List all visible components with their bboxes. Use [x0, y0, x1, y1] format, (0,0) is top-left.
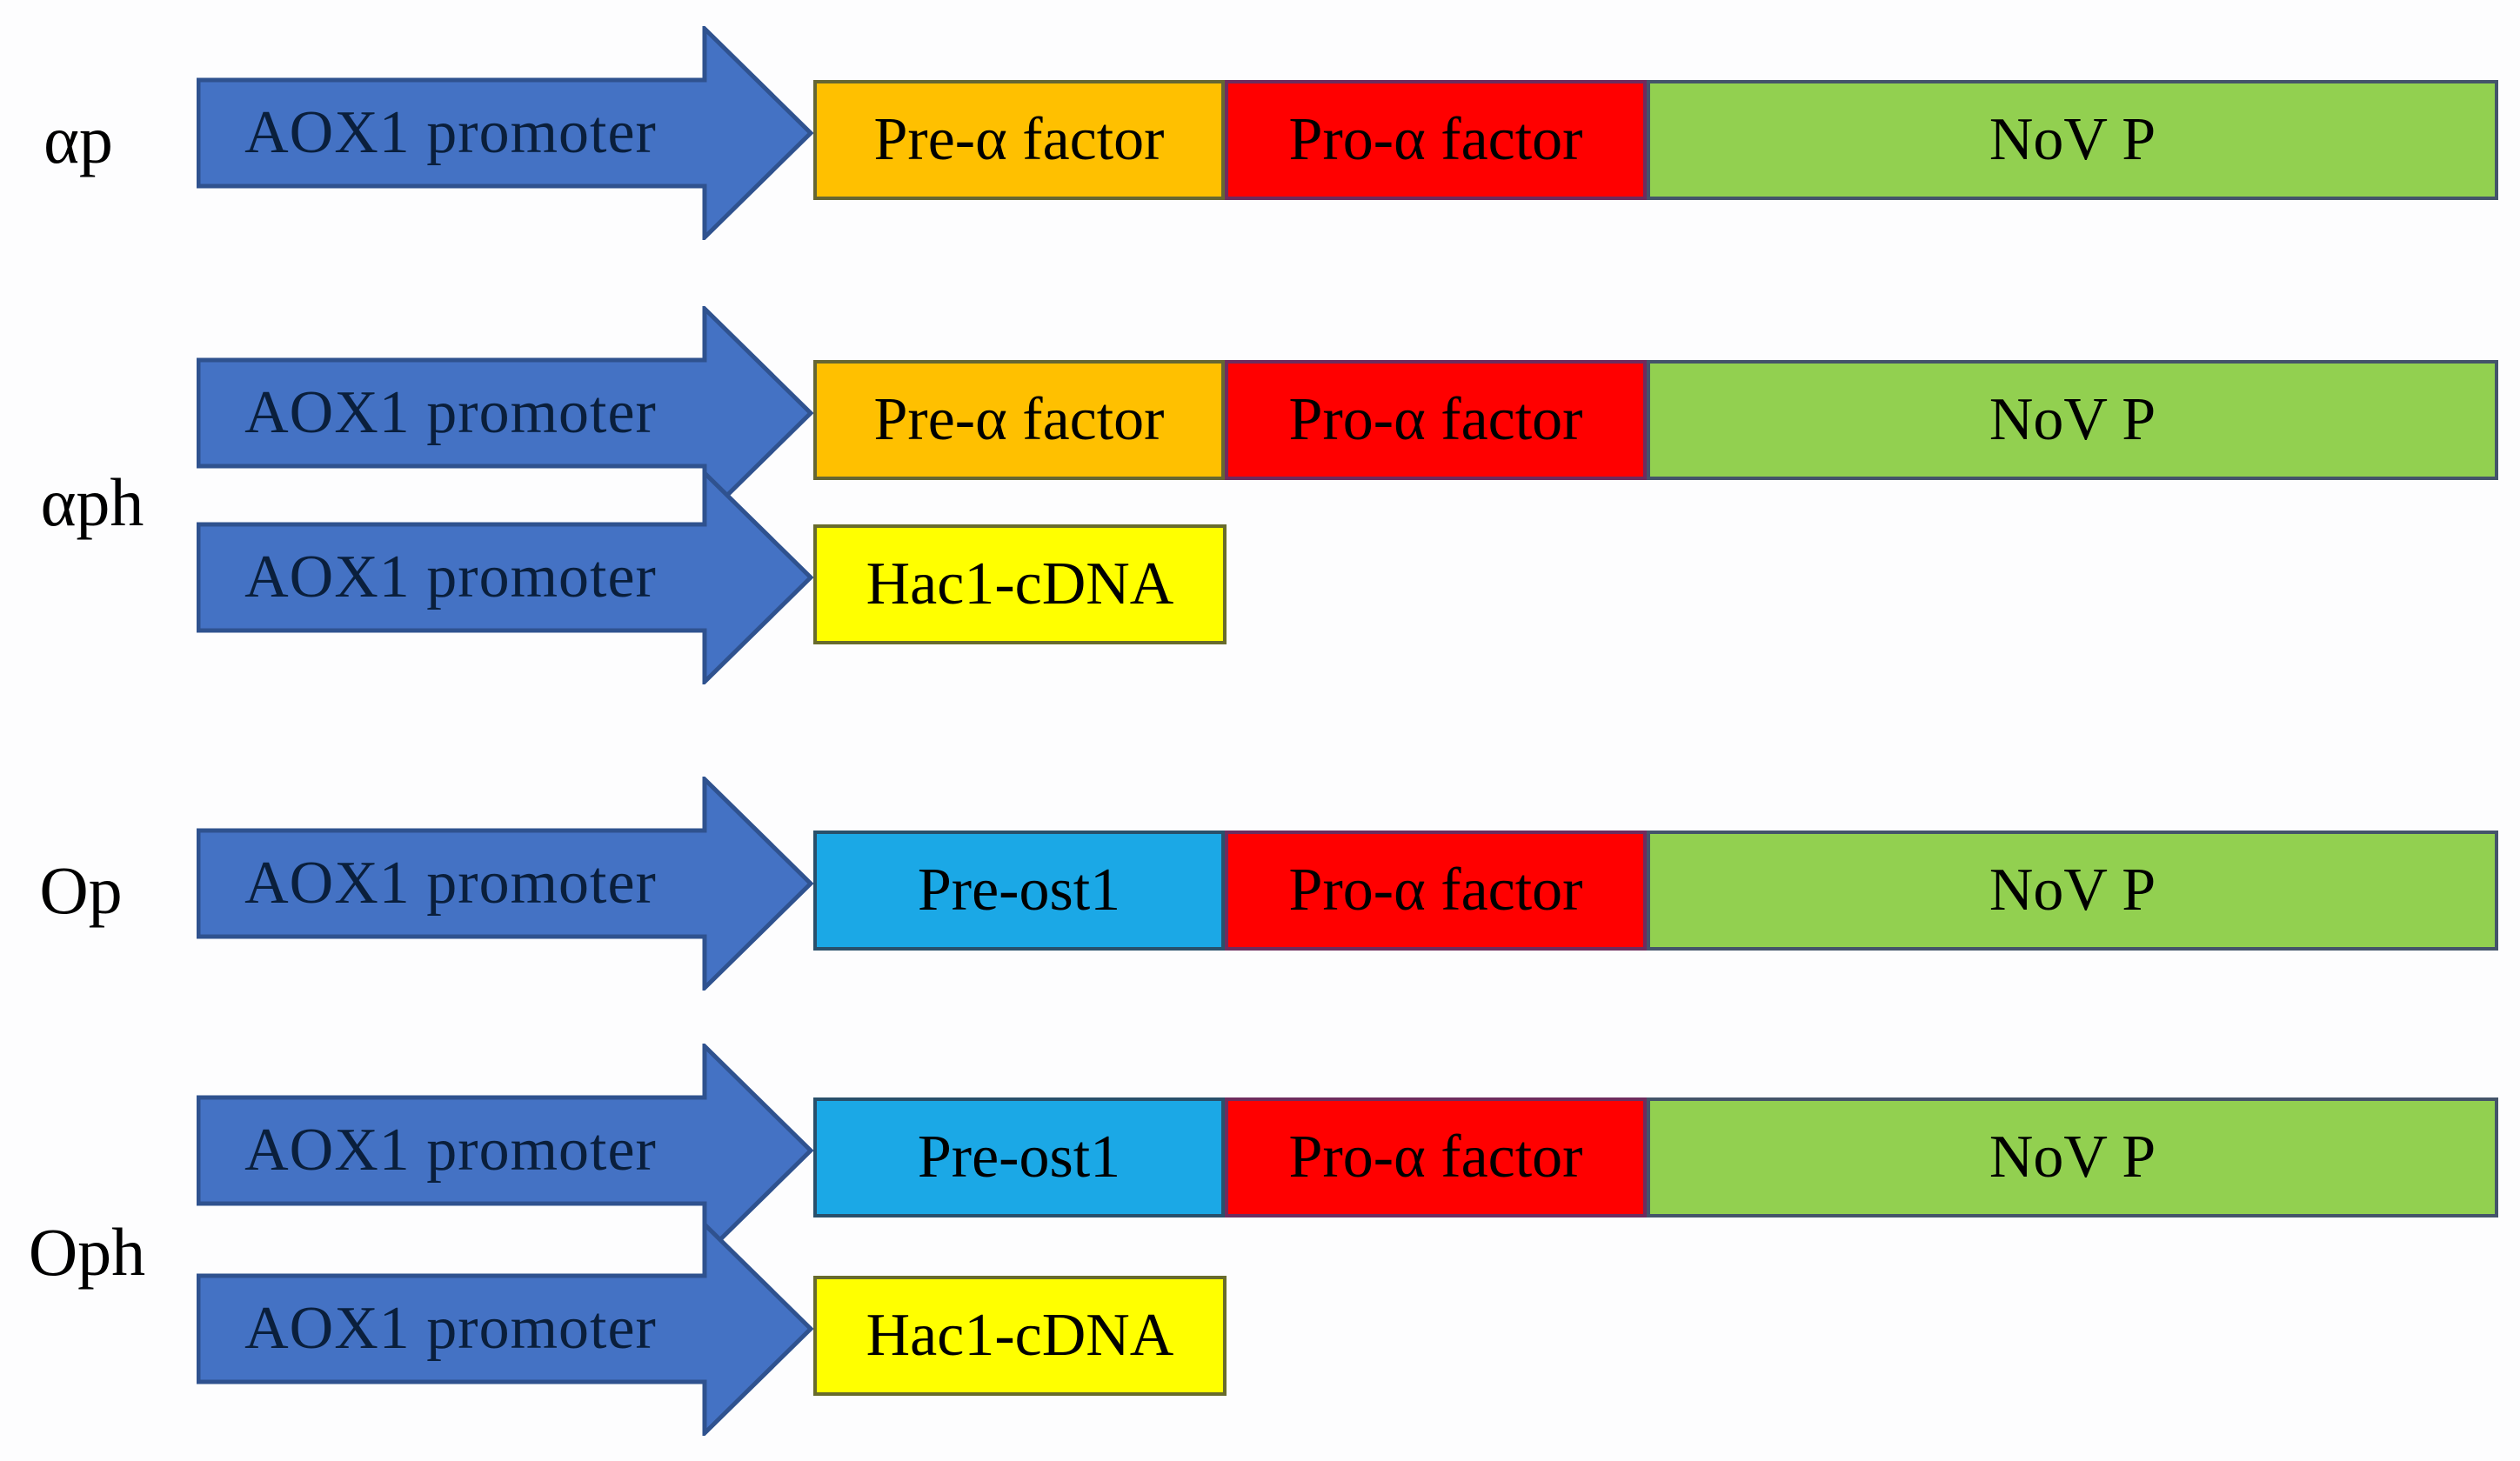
promoter-label: AOX1 promoter — [244, 1295, 657, 1362]
segment-pro-alpha-factor: Pro-α factor — [1225, 360, 1647, 480]
aox1-promoter-arrow — [197, 470, 814, 684]
aox1-promoter-arrow — [197, 1222, 814, 1436]
construct-label-op: Op — [39, 852, 123, 928]
promoter-label: AOX1 promoter — [244, 379, 657, 446]
promoter-label: AOX1 promoter — [244, 544, 657, 610]
segment-hac1-cdna: Hac1-cDNA — [813, 524, 1227, 644]
promoter-label: AOX1 promoter — [244, 850, 657, 917]
segment-pre-ost1: Pre-ost1 — [813, 1097, 1225, 1218]
construct-label-alpha-ph: αph — [40, 464, 144, 540]
arrow-shape — [197, 1222, 814, 1436]
segment-pro-alpha-factor: Pro-α factor — [1225, 831, 1647, 951]
segment-pro-alpha-factor: Pro-α factor — [1225, 80, 1647, 200]
aox1-promoter-arrow — [197, 26, 814, 240]
segment-pre-alpha-factor: Pre-α factor — [813, 80, 1225, 200]
arrow-shape — [197, 26, 814, 240]
arrow-shape — [197, 470, 814, 684]
segment-nov-p: NoV P — [1647, 80, 2498, 200]
aox1-promoter-arrow — [197, 777, 814, 991]
promoter-label: AOX1 promoter — [244, 1117, 657, 1184]
arrow-shape — [197, 777, 814, 991]
construct-label-alpha-p: αp — [43, 102, 113, 177]
segment-pre-alpha-factor: Pre-α factor — [813, 360, 1225, 480]
promoter-label: AOX1 promoter — [244, 99, 657, 166]
aox1-promoter-arrow — [197, 306, 814, 520]
segment-nov-p: NoV P — [1647, 1097, 2498, 1218]
segment-pre-ost1: Pre-ost1 — [813, 831, 1225, 951]
arrow-shape — [197, 306, 814, 520]
segment-pro-alpha-factor: Pro-α factor — [1225, 1097, 1647, 1218]
segment-nov-p: NoV P — [1647, 831, 2498, 951]
construct-label-oph: Oph — [28, 1214, 146, 1290]
segment-hac1-cdna: Hac1-cDNA — [813, 1276, 1227, 1396]
aox1-promoter-arrow — [197, 1044, 814, 1258]
arrow-shape — [197, 1044, 814, 1258]
segment-nov-p: NoV P — [1647, 360, 2498, 480]
